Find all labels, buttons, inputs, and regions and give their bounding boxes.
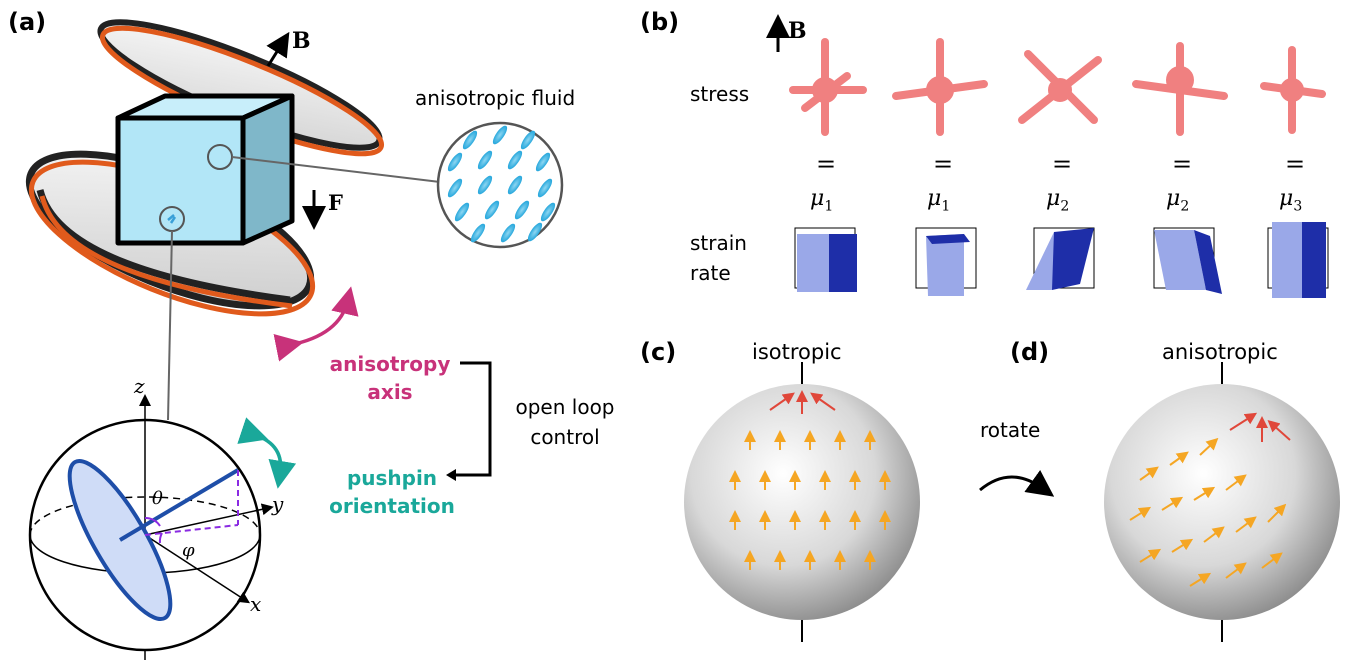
row-label-stress: stress <box>690 82 750 106</box>
equals-3: = <box>1052 150 1073 178</box>
viscosity-5-index: 3 <box>1293 198 1303 215</box>
axis-x-label: x <box>250 592 262 616</box>
pushpin-line2: orientation <box>329 494 455 518</box>
fluid-cube <box>115 93 295 246</box>
anisotropy-axis-line2: axis <box>367 380 413 404</box>
viscosity-4-index: 2 <box>1180 198 1190 215</box>
theta-label: θ <box>152 488 163 509</box>
stress-glyphs <box>789 38 1326 136</box>
panel-a-illustration <box>25 19 564 660</box>
panel-label-d: (d) <box>1010 338 1050 366</box>
open-loop-line2: control <box>530 425 600 449</box>
axis-y-label: y <box>272 492 284 516</box>
row-label-strain-rate: strain rate <box>690 228 747 288</box>
viscosity-5: μ3 <box>1279 186 1302 214</box>
equals-1: = <box>816 150 837 178</box>
rotate-label: rotate <box>980 418 1041 442</box>
anisotropy-axis-line1: anisotropy <box>329 352 451 376</box>
pushpin-orientation-label: pushpin orientation <box>322 464 462 520</box>
anisotropic-fluid-magnifier <box>436 121 564 249</box>
viscosity-4: μ2 <box>1166 186 1189 214</box>
viscosity-5-symbol: μ <box>1279 186 1294 211</box>
isotropic-label: isotropic <box>752 340 842 364</box>
axis-z-label: z <box>134 374 145 398</box>
strain-line1: strain <box>690 231 747 255</box>
force-label-f: F <box>328 190 343 215</box>
strain-glyphs <box>794 222 1329 298</box>
viscosity-2: μ1 <box>927 186 950 214</box>
pushpin-sphere <box>28 394 274 660</box>
phi-label: φ <box>182 540 195 561</box>
equals-5: = <box>1285 150 1306 178</box>
viscosity-3-index: 2 <box>1060 198 1070 215</box>
anisotropic-arrows <box>1129 437 1287 587</box>
anisotropic-label: anisotropic <box>1162 340 1278 364</box>
open-loop-line1: open loop <box>515 395 615 419</box>
viscosity-2-symbol: μ <box>927 186 942 211</box>
viscosity-4-symbol: μ <box>1166 186 1181 211</box>
panel-cd-illustration <box>684 362 1340 642</box>
anisotropic-fluid-label: anisotropic fluid <box>415 86 576 110</box>
rotate-arrow <box>979 470 1055 497</box>
panel-b-illustration <box>766 14 1329 298</box>
open-loop-control-label: open loop control <box>505 392 625 452</box>
viscosity-3: μ2 <box>1046 186 1069 214</box>
viscosity-1-symbol: μ <box>810 186 825 211</box>
equals-4: = <box>1172 150 1193 178</box>
viscosity-1: μ1 <box>810 186 833 214</box>
strain-line2: rate <box>690 261 731 285</box>
panel-label-a: (a) <box>8 8 47 36</box>
isotropic-sphere <box>684 384 920 620</box>
anisotropic-sphere <box>1104 384 1340 620</box>
panel-b-field-label: B <box>788 18 807 44</box>
panel-label-b: (b) <box>640 8 680 36</box>
viscosity-3-symbol: μ <box>1046 186 1061 211</box>
isotropic-arrows <box>729 430 891 570</box>
anisotropy-axis-label: anisotropy axis <box>325 350 455 406</box>
pushpin-line1: pushpin <box>346 466 438 490</box>
panel-label-c: (c) <box>640 338 677 366</box>
field-label-b: B <box>292 28 311 54</box>
viscosity-1-index: 1 <box>824 198 834 215</box>
viscosity-2-index: 1 <box>941 198 951 215</box>
equals-2: = <box>933 150 954 178</box>
